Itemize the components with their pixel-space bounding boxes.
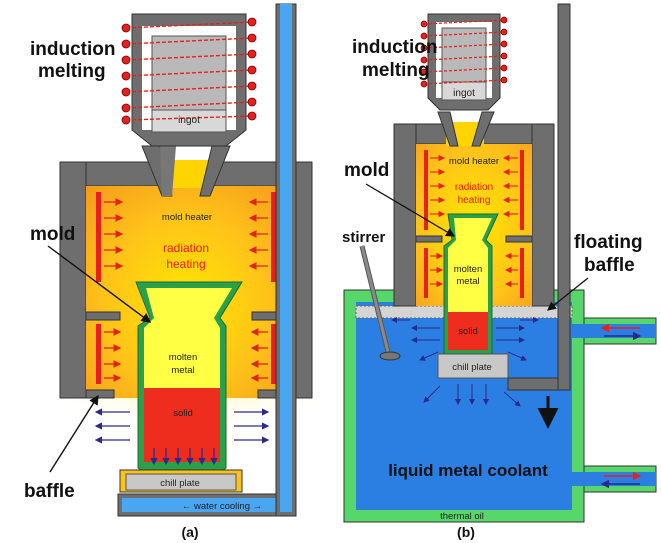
- solid-region: [144, 388, 220, 462]
- coil-windings: [125, 21, 253, 121]
- coolant-tank: [343, 289, 657, 523]
- chill-plate-label-b: chill plate: [452, 362, 492, 373]
- mold-label-b: mold: [344, 160, 389, 181]
- stirrer-label: stirrer: [342, 229, 386, 246]
- mold-pointer-b: [365, 183, 456, 237]
- floating-baffle-pointer: [546, 277, 589, 311]
- baffle-pointer: [49, 394, 99, 473]
- stirrer: [359, 245, 401, 361]
- mold-label: mold: [30, 224, 75, 245]
- radiation-label-b-1: radiation: [455, 182, 493, 193]
- radiation-label-b-2: heating: [458, 195, 491, 206]
- ingot-label: ingot: [178, 115, 200, 126]
- solid-label-b: solid: [458, 326, 478, 337]
- molten-label-b-1: molten: [454, 264, 483, 275]
- mold-heater-label-b: mold heater: [449, 156, 499, 167]
- baffle: [85, 389, 115, 399]
- panel-b: thermal oil liquid metal coolant: [342, 3, 657, 540]
- coolant-label: liquid metal coolant: [388, 461, 548, 480]
- chill-plate-b: [437, 353, 509, 379]
- induction-label-2: melting: [38, 61, 106, 82]
- mold: [135, 281, 243, 477]
- chill-plate-label: chill plate: [160, 478, 200, 489]
- radiation-arrows-b: [430, 154, 518, 288]
- ingot-b: [441, 27, 487, 93]
- floating-baffle-label-2: baffle: [584, 255, 635, 276]
- thermal-oil-label: thermal oil: [440, 511, 484, 522]
- induction-label-b-2: melting: [362, 60, 430, 81]
- water-cooling-label: ← water cooling →: [182, 501, 262, 512]
- baffle-label: baffle: [24, 481, 75, 502]
- ingot: [151, 35, 227, 123]
- molten-label-1: molten: [169, 352, 198, 363]
- molten-label-2: metal: [171, 365, 194, 376]
- heater-elements: [96, 192, 276, 384]
- radiation-label-1: radiation: [163, 241, 209, 255]
- radiation-label-2: heating: [166, 257, 205, 271]
- coolant-heat-arrows: [391, 317, 539, 407]
- mold-b: [443, 213, 499, 355]
- caption-b: (b): [457, 524, 475, 540]
- water-cooling-pipe: [117, 3, 297, 517]
- solid-label: solid: [173, 408, 193, 419]
- induction-label-1: induction: [30, 39, 115, 60]
- molten-label-b-2: metal: [456, 276, 479, 287]
- heat-flow-arrows: [94, 408, 270, 466]
- induction-label-b-1: induction: [352, 37, 437, 58]
- induction-crucible-b: [420, 13, 508, 111]
- induction-crucible: [121, 13, 257, 147]
- ingot-label-b: ingot: [453, 88, 475, 99]
- coil-dots: [121, 17, 257, 125]
- oil-flow-arrows: [600, 323, 642, 489]
- panel-a: ingot: [24, 3, 313, 540]
- mold-heater-label: mold heater: [162, 212, 212, 223]
- floating-baffle-label-1: floating: [574, 232, 643, 253]
- caption-a: (a): [181, 524, 198, 540]
- heater-elements-b: [424, 150, 524, 298]
- radiation-arrows: [104, 198, 268, 382]
- solid-region-b: [448, 312, 488, 350]
- mold-pointer: [47, 245, 152, 323]
